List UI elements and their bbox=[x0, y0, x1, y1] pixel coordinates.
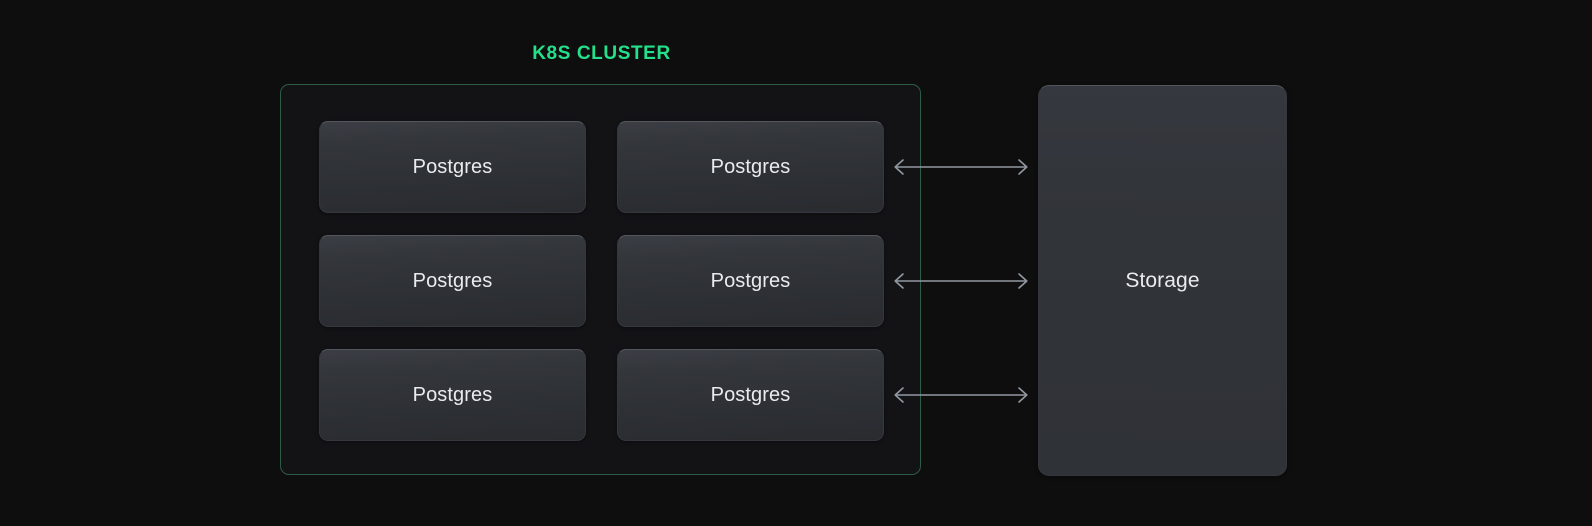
postgres-node[interactable]: Postgres bbox=[319, 235, 586, 327]
postgres-node[interactable]: Postgres bbox=[617, 121, 884, 213]
postgres-node[interactable]: Postgres bbox=[319, 121, 586, 213]
postgres-node-label: Postgres bbox=[710, 156, 791, 178]
postgres-node-label: Postgres bbox=[412, 156, 493, 178]
postgres-node-label: Postgres bbox=[412, 270, 493, 292]
postgres-node[interactable]: Postgres bbox=[617, 235, 884, 327]
postgres-node[interactable]: Postgres bbox=[617, 349, 884, 441]
storage-node[interactable]: Storage bbox=[1038, 85, 1287, 476]
postgres-node-grid: Postgres Postgres Postgres Postgres Post… bbox=[319, 121, 884, 441]
storage-node-label: Storage bbox=[1125, 269, 1200, 292]
postgres-node-label: Postgres bbox=[710, 270, 791, 292]
postgres-node-label: Postgres bbox=[710, 384, 791, 406]
postgres-node[interactable]: Postgres bbox=[319, 349, 586, 441]
postgres-node-label: Postgres bbox=[412, 384, 493, 406]
page-title: K8S CLUSTER bbox=[532, 43, 671, 64]
